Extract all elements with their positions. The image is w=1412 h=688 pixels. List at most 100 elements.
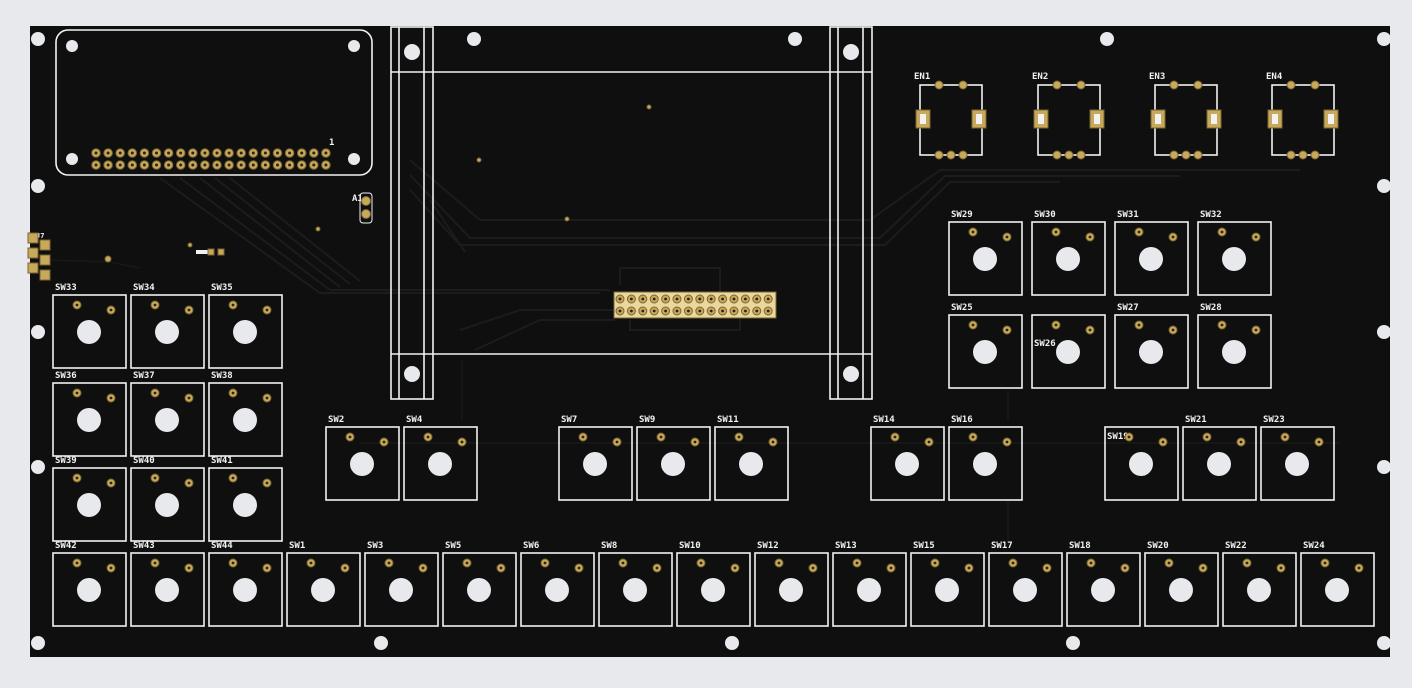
switch-label: SW41 [211, 456, 233, 466]
switch-sw19[interactable]: SW19 [1104, 426, 1179, 501]
switch-label: SW25 [951, 303, 973, 313]
switch-label: SW23 [1263, 415, 1285, 425]
encoders: EN1 EN2 EN3 EN4 [914, 72, 1339, 160]
jack-label: J7 [36, 232, 44, 240]
switch-sw24[interactable]: SW24 [1300, 541, 1375, 627]
audio-label: A1 [352, 194, 363, 204]
pin-header-2x20 [91, 148, 331, 170]
switch-sw32[interactable]: SW32 [1197, 210, 1272, 296]
switch-sw28[interactable]: SW28 [1197, 303, 1272, 389]
switch-label: SW20 [1147, 541, 1169, 551]
switch-sw2[interactable]: SW2 [325, 415, 400, 501]
encoder-label: EN4 [1266, 72, 1283, 82]
switch-sw12[interactable]: SW12 [754, 541, 829, 627]
encoder-label: EN1 [914, 72, 930, 82]
switch-sw38[interactable]: SW38 [208, 371, 283, 457]
switch-sw34[interactable]: SW34 [130, 283, 205, 369]
encoder-label: EN2 [1032, 72, 1048, 82]
switch-label: SW13 [835, 541, 857, 551]
switch-sw8[interactable]: SW8 [598, 541, 673, 627]
switch-label: SW4 [406, 415, 423, 425]
switch-label: SW28 [1200, 303, 1222, 313]
header-pin1-label: 1 [329, 138, 334, 148]
switch-label: SW37 [133, 371, 155, 381]
switch-label: SW17 [991, 541, 1013, 551]
switch-sw17[interactable]: SW17 [988, 541, 1063, 627]
switch-sw5[interactable]: SW5 [442, 541, 517, 627]
switch-label: SW19 [1107, 432, 1129, 442]
switch-sw16[interactable]: SW16 [948, 415, 1023, 501]
switch-sw13[interactable]: SW13 [832, 541, 907, 627]
switch-sw30[interactable]: SW30 [1031, 210, 1106, 296]
encoder-1[interactable]: EN1 [914, 72, 987, 160]
switch-sw20[interactable]: SW20 [1144, 541, 1219, 627]
switch-label: SW27 [1117, 303, 1139, 313]
switch-sw42[interactable]: SW42 [52, 541, 127, 627]
side-jack: J7 [27, 232, 51, 281]
switch-sw10[interactable]: SW10 [676, 541, 751, 627]
switch-sw40[interactable]: SW40 [130, 456, 205, 542]
switch-sw35[interactable]: SW35 [208, 283, 283, 369]
switch-sw23[interactable]: SW23 [1260, 415, 1335, 501]
switch-sw39[interactable]: SW39 [52, 456, 127, 542]
switch-label: SW1 [289, 541, 305, 551]
audio-connector: A1 [352, 192, 373, 224]
switch-label: SW8 [601, 541, 617, 551]
switch-label: SW11 [717, 415, 739, 425]
switch-label: SW21 [1185, 415, 1207, 425]
encoder-2[interactable]: EN2 [1032, 72, 1105, 160]
switch-label: SW31 [1117, 210, 1139, 220]
switch-sw44[interactable]: SW44 [208, 541, 283, 627]
switch-label: SW42 [55, 541, 77, 551]
board-edge [30, 26, 1390, 657]
switch-label: SW10 [679, 541, 701, 551]
switch-label: SW3 [367, 541, 383, 551]
switch-sw25[interactable]: SW25 [948, 303, 1023, 389]
switch-label: SW5 [445, 541, 461, 551]
switch-sw6[interactable]: SW6 [520, 541, 595, 627]
switch-label: SW6 [523, 541, 539, 551]
switch-label: SW26 [1034, 339, 1056, 349]
switch-sw31[interactable]: SW31 [1114, 210, 1189, 296]
switch-sw14[interactable]: SW14 [870, 415, 945, 501]
switch-sw3[interactable]: SW3 [364, 541, 439, 627]
copper-traces [49, 159, 1340, 545]
switch-sw36[interactable]: SW36 [52, 371, 127, 457]
switch-sw43[interactable]: SW43 [130, 541, 205, 627]
encoder-3[interactable]: EN3 [1149, 72, 1222, 160]
switch-sw9[interactable]: SW9 [636, 415, 711, 501]
lcd-outline [390, 26, 873, 400]
switch-sw29[interactable]: SW29 [948, 210, 1023, 296]
switch-label: SW36 [55, 371, 77, 381]
mounting-holes [31, 32, 1391, 650]
switch-sw26[interactable]: SW26 [1031, 314, 1106, 389]
switch-sw41[interactable]: SW41 [208, 456, 283, 542]
switch-sw1[interactable]: SW1 [286, 541, 361, 627]
switch-label: SW44 [211, 541, 233, 551]
switch-label: SW30 [1034, 210, 1056, 220]
switch-sw15[interactable]: SW15 [910, 541, 985, 627]
switch-label: SW43 [133, 541, 155, 551]
encoder-4[interactable]: EN4 [1266, 72, 1339, 160]
switch-sw11[interactable]: SW11 [714, 415, 789, 501]
switch-label: SW22 [1225, 541, 1247, 551]
switch-label: SW40 [133, 456, 155, 466]
switch-sw33[interactable]: SW33 [52, 283, 127, 369]
switch-sw18[interactable]: SW18 [1066, 541, 1141, 627]
switch-sw4[interactable]: SW4 [403, 415, 478, 501]
switch-sw7[interactable]: SW7 [558, 415, 633, 501]
switch-label: SW16 [951, 415, 973, 425]
switch-sw22[interactable]: SW22 [1222, 541, 1297, 627]
switch-label: SW15 [913, 541, 935, 551]
switch-label: SW38 [211, 371, 233, 381]
switch-sw37[interactable]: SW37 [130, 371, 205, 457]
encoder-label: EN3 [1149, 72, 1165, 82]
switch-label: SW7 [561, 415, 577, 425]
switch-sw21[interactable]: SW21 [1182, 415, 1257, 501]
switch-label: SW33 [55, 283, 77, 293]
switch-sw27[interactable]: SW27 [1114, 303, 1189, 389]
switch-label: SW35 [211, 283, 233, 293]
lcd-connector [613, 291, 777, 319]
